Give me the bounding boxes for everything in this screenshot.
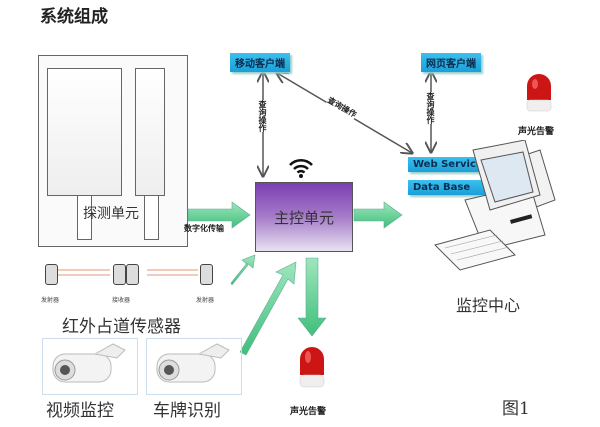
video-camera-frame xyxy=(42,338,138,395)
web-client-label: 网页客户端 xyxy=(421,53,481,72)
digital-transmission-label: 数字化传输 xyxy=(184,223,224,233)
receiver-device-a xyxy=(113,264,126,285)
green-arrow-main-to-monitor xyxy=(353,201,403,229)
alarm-light-bottom-icon xyxy=(299,347,325,388)
plate-camera-icon xyxy=(156,343,230,383)
emitter-left-device xyxy=(45,264,58,285)
mobile-client-label: 移动客户端 xyxy=(230,53,290,72)
plate-camera-frame xyxy=(146,338,242,395)
receiver-device-b xyxy=(126,264,139,285)
main-unit-label: 主控单元 xyxy=(273,208,334,227)
alarm-top-label: 声光告警 xyxy=(518,127,555,137)
detection-leg-left xyxy=(77,195,92,240)
green-arrow-main-to-alarm xyxy=(297,257,327,337)
infrared-beams xyxy=(58,269,198,276)
computer-icon xyxy=(434,140,556,271)
video-monitor-label: 视频监控 xyxy=(46,401,114,421)
emitter-right-device xyxy=(200,264,213,285)
detection-panel-right xyxy=(135,68,165,196)
green-arrow-detection-to-main xyxy=(187,201,251,229)
data-base-label: Data Base xyxy=(408,180,490,195)
green-arrow-infrared-to-main xyxy=(230,254,256,286)
detection-unit: 探测单元 xyxy=(38,55,188,247)
diagram-title: 系统组成 xyxy=(40,7,108,27)
detection-leg-right xyxy=(144,195,159,240)
alarm-bottom-label: 声光告警 xyxy=(290,407,327,417)
wifi-icon xyxy=(289,158,313,178)
infrared-sensor-label: 红外占道传感器 xyxy=(62,317,181,337)
detection-unit-label: 探测单元 xyxy=(83,206,139,222)
emitter-left-label: 发射器 xyxy=(41,297,60,304)
video-camera-icon xyxy=(52,343,126,383)
plate-recognition-label: 车牌识别 xyxy=(153,401,221,421)
query-op-mobile-label: 查询操作 xyxy=(258,100,269,132)
web-service-label: Web Service xyxy=(408,157,490,172)
query-op-web-label: 查询操作 xyxy=(426,92,437,124)
figure-label: 图1 xyxy=(502,399,530,419)
monitor-center-label: 监控中心 xyxy=(456,296,521,315)
green-arrow-camera-to-main xyxy=(239,261,297,356)
detection-panel-left xyxy=(47,68,122,196)
emitter-right-label: 发射器 xyxy=(196,297,215,304)
alarm-light-icon xyxy=(526,74,552,112)
main-control-unit: 主控单元 xyxy=(255,182,353,252)
receiver-label: 接收器 xyxy=(112,297,131,304)
